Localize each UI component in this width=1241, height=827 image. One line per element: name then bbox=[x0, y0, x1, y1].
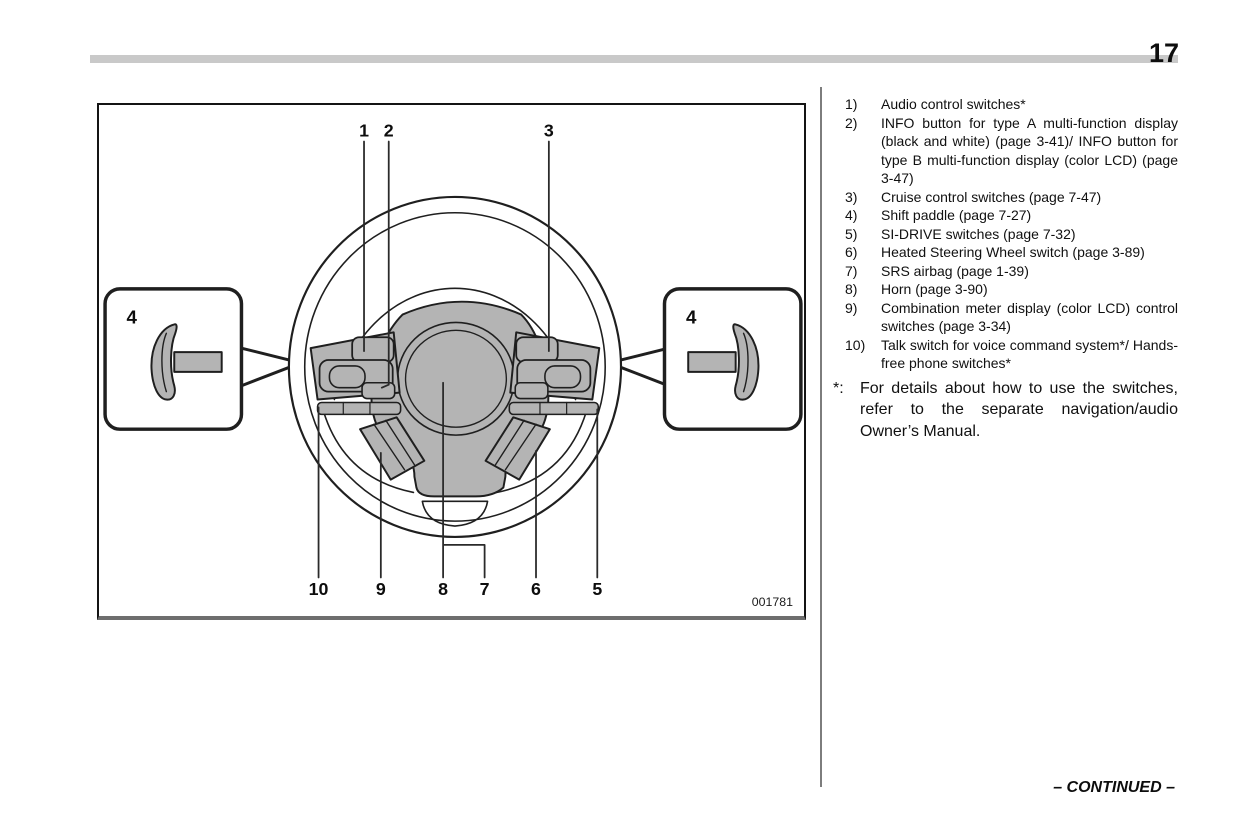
callout-9: 9 bbox=[376, 579, 386, 599]
callout-10: 10 bbox=[309, 579, 329, 599]
header-rule bbox=[90, 55, 1178, 63]
callout-8: 8 bbox=[438, 579, 448, 599]
inset-connector-right bbox=[615, 346, 670, 388]
figure-code: 001781 bbox=[752, 595, 793, 609]
legend-item: 5) SI-DRIVE switches (page 7-32) bbox=[845, 225, 1178, 244]
callout-1: 1 bbox=[359, 121, 369, 141]
legend-item: 2) INFO button for type A multi-function … bbox=[845, 114, 1178, 188]
legend-item: 9) Combination meter display (color LCD) … bbox=[845, 299, 1178, 336]
legend-item: 6) Heated Steering Wheel switch (page 3-8… bbox=[845, 243, 1178, 262]
steering-wheel-diagram: 1 2 3 4 4 10 9 8 7 6 5 001781 bbox=[103, 121, 803, 609]
shift-paddle-icon bbox=[150, 323, 178, 401]
legend-item: 10) Talk switch for voice command system*… bbox=[845, 336, 1178, 373]
footnote-marker: *: bbox=[833, 379, 844, 397]
wheel-lower-spokes bbox=[322, 410, 588, 527]
paddle-stem bbox=[173, 351, 223, 373]
callout-3: 3 bbox=[544, 121, 554, 141]
footnote: *: For details about how to use the swit… bbox=[833, 378, 1178, 443]
legend-item: 3) Cruise control switches (page 7-47) bbox=[845, 188, 1178, 207]
legend-item-text: Audio control switches* bbox=[881, 96, 1026, 112]
legend-item-text: Cruise control switches (page 7-47) bbox=[881, 188, 1102, 205]
callout-lines bbox=[317, 140, 599, 579]
footnote-text: For details about how to use the switche… bbox=[860, 379, 1178, 440]
legend-item-number: 9) bbox=[845, 299, 858, 316]
legend-item-number: 8) bbox=[845, 281, 858, 297]
right-stalk-switch bbox=[484, 416, 551, 481]
right-switch-cluster bbox=[508, 331, 601, 416]
legend-item-number: 7) bbox=[845, 262, 858, 279]
paddle-stem bbox=[687, 351, 737, 373]
page-number: 17 bbox=[1148, 38, 1179, 68]
legend-item-number: 5) bbox=[845, 225, 858, 242]
callout-4-right: 4 bbox=[686, 306, 697, 327]
legend-item-number: 2) bbox=[845, 114, 858, 131]
callout-2: 2 bbox=[384, 121, 394, 141]
shift-paddle-inset-left bbox=[103, 287, 244, 431]
legend-item-number: 10) bbox=[845, 336, 866, 353]
shift-paddle-inset-right bbox=[662, 287, 803, 431]
steering-wheel-figure: 1 2 3 4 4 10 9 8 7 6 5 001781 bbox=[97, 103, 806, 620]
legend-item-text: SI-DRIVE switches (page 7-32) bbox=[881, 225, 1076, 242]
legend-item-text: Shift paddle (page 7-27) bbox=[881, 207, 1032, 223]
legend-list: 1) Audio control switches* 2) INFO button … bbox=[833, 95, 1178, 442]
callout-5: 5 bbox=[592, 579, 602, 599]
legend-item-text: Horn (page 3-90) bbox=[881, 281, 988, 297]
legend-item: 4) Shift paddle (page 7-27) bbox=[845, 206, 1178, 225]
legend-item-text: Talk switch for voice command system*/ H… bbox=[881, 336, 1178, 372]
legend-item-text: Heated Steering Wheel switch (page 3-89) bbox=[881, 244, 1145, 260]
shift-paddle-icon bbox=[732, 323, 760, 401]
legend-item: 7) SRS airbag (page 1-39) bbox=[845, 262, 1178, 281]
legend-item-text: INFO button for type A multi-function di… bbox=[881, 114, 1178, 187]
legend-item-number: 6) bbox=[845, 244, 858, 260]
legend-item-text: Combination meter display (color LCD) co… bbox=[881, 299, 1178, 335]
continued-footer: – CONTINUED – bbox=[1053, 779, 1175, 796]
legend-item: 8) Horn (page 3-90) bbox=[845, 280, 1178, 299]
legend-item: 1) Audio control switches* bbox=[845, 95, 1178, 114]
column-divider bbox=[820, 87, 822, 787]
left-switch-cluster bbox=[309, 331, 402, 416]
legend-item-number: 1) bbox=[845, 96, 858, 112]
callout-7: 7 bbox=[480, 579, 490, 599]
legend-item-number: 3) bbox=[845, 188, 858, 205]
legend-item-text: SRS airbag (page 1-39) bbox=[881, 262, 1029, 279]
legend-item-number: 4) bbox=[845, 207, 858, 223]
inset-connector-left bbox=[239, 346, 295, 388]
callout-4-left: 4 bbox=[127, 306, 138, 327]
callout-6: 6 bbox=[531, 579, 541, 599]
